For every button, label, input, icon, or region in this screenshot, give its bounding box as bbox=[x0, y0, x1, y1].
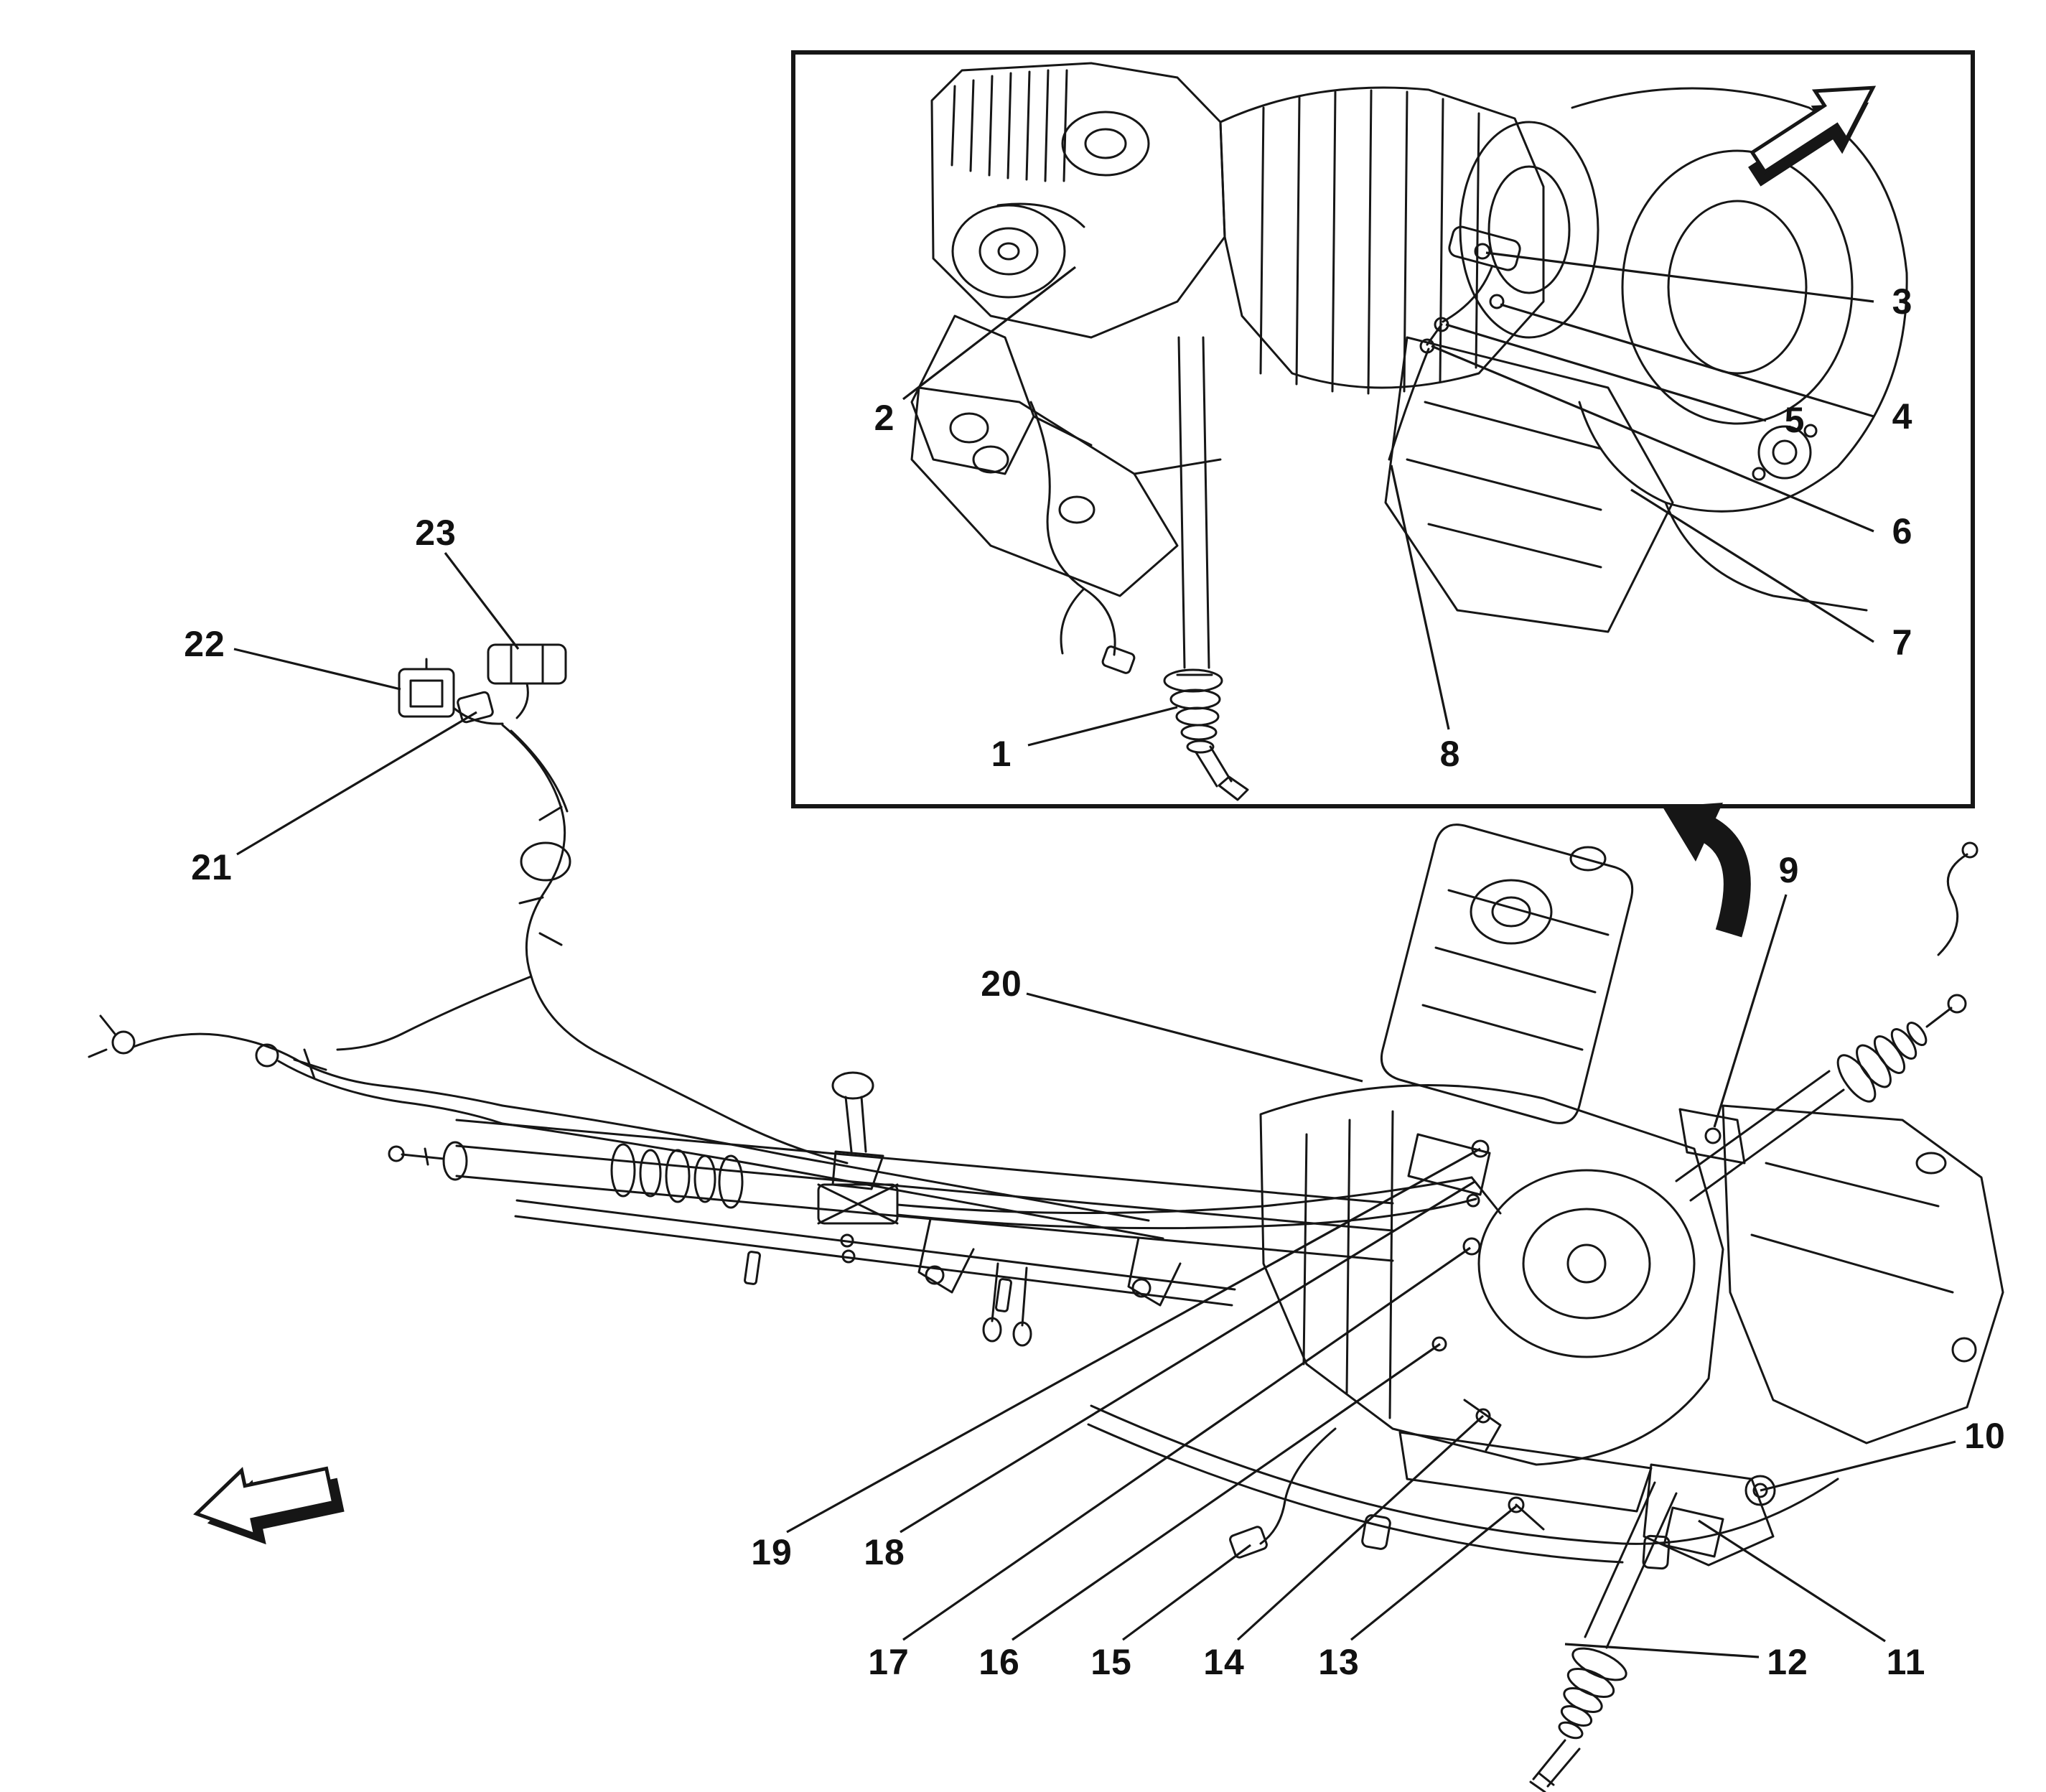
leader-line-21 bbox=[236, 711, 477, 856]
leader-line-17 bbox=[902, 1246, 1471, 1641]
leader-line-1 bbox=[1027, 706, 1178, 747]
callout-1: 1 bbox=[991, 734, 1012, 774]
leader-line-14 bbox=[1236, 1414, 1485, 1641]
callout-2: 2 bbox=[874, 398, 895, 438]
detail-inset-frame bbox=[791, 50, 1975, 808]
callout-6: 6 bbox=[1892, 511, 1913, 551]
callout-5: 5 bbox=[1784, 400, 1806, 440]
callout-18: 18 bbox=[864, 1532, 905, 1572]
leader-line-6 bbox=[1431, 345, 1874, 533]
callout-21: 21 bbox=[191, 847, 233, 887]
leader-line-5 bbox=[1445, 323, 1767, 422]
callout-14: 14 bbox=[1203, 1642, 1245, 1682]
leader-lines bbox=[233, 251, 1956, 1658]
leader-line-19 bbox=[786, 1147, 1481, 1534]
leader-line-12 bbox=[1564, 1643, 1760, 1658]
callout-4: 4 bbox=[1892, 396, 1913, 437]
leader-line-2 bbox=[902, 266, 1076, 401]
leader-line-9 bbox=[1713, 894, 1788, 1128]
callout-20: 20 bbox=[981, 963, 1022, 1004]
callout-9: 9 bbox=[1778, 850, 1800, 890]
callout-15: 15 bbox=[1090, 1642, 1132, 1682]
callout-12: 12 bbox=[1767, 1642, 1808, 1682]
callout-17: 17 bbox=[868, 1642, 910, 1682]
main-assembly-drawing bbox=[88, 643, 2004, 1792]
leader-line-3 bbox=[1485, 251, 1874, 303]
callout-10: 10 bbox=[1964, 1416, 2006, 1456]
curved-up-arrow-icon bbox=[1663, 803, 1751, 938]
leader-line-20 bbox=[1026, 992, 1363, 1083]
leader-line-10 bbox=[1760, 1440, 1956, 1492]
callout-8: 8 bbox=[1439, 734, 1461, 774]
callout-19: 19 bbox=[751, 1532, 793, 1572]
leader-line-11 bbox=[1698, 1519, 1886, 1643]
left-block-arrow-icon bbox=[193, 1466, 345, 1545]
inset-detail-drawing bbox=[910, 62, 1908, 801]
leader-line-16 bbox=[1012, 1343, 1441, 1641]
leader-line-7 bbox=[1630, 488, 1874, 643]
leader-line-22 bbox=[233, 648, 401, 691]
leader-line-13 bbox=[1350, 1505, 1518, 1641]
callout-11: 11 bbox=[1886, 1642, 1926, 1682]
callout-3: 3 bbox=[1892, 281, 1913, 322]
up-right-block-arrow-icon bbox=[1748, 85, 1877, 187]
callout-22: 22 bbox=[184, 624, 225, 664]
leader-line-8 bbox=[1390, 465, 1450, 730]
callout-7: 7 bbox=[1892, 622, 1913, 663]
leader-line-18 bbox=[900, 1180, 1475, 1534]
callout-13: 13 bbox=[1318, 1642, 1360, 1682]
callout-23: 23 bbox=[415, 513, 457, 553]
leader-line-23 bbox=[444, 552, 520, 650]
callout-16: 16 bbox=[978, 1642, 1020, 1682]
leader-line-15 bbox=[1122, 1544, 1251, 1641]
leader-line-4 bbox=[1500, 303, 1874, 418]
